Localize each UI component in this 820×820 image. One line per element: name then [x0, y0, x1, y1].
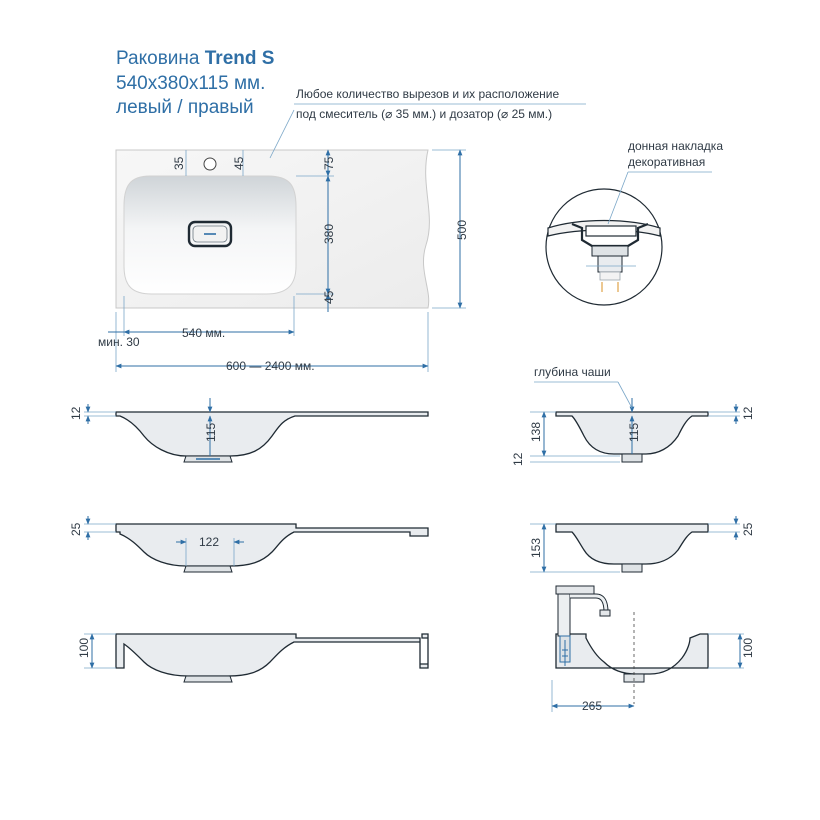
detail-drain-overlay: донная накладка декоративная [545, 139, 723, 306]
note-cutouts-2: под смеситель (⌀ 35 мм.) и дозатор (⌀ 25… [296, 107, 552, 121]
title-model: Trend S [204, 48, 275, 69]
section-12-left: 12 115 [69, 398, 429, 463]
dim-s3-100: 100 [77, 638, 91, 658]
faucet-icon [555, 585, 611, 666]
title-prefix: Раковина [116, 48, 205, 69]
dim-500: 500 [455, 220, 469, 240]
section-100-left: 100 [77, 633, 429, 683]
top-view: 35 45 75 380 45 500 540 мм. мин. 30 600 … [98, 87, 586, 373]
dim-s3r-265: 265 [582, 699, 602, 713]
note-overlay-1: донная накладка [628, 139, 723, 153]
dim-s1r-115: 115 [627, 423, 641, 442]
section-profile [555, 633, 709, 675]
section-profile [115, 633, 429, 677]
dim-35: 35 [172, 156, 186, 170]
section-profile [555, 523, 709, 565]
section-profile [115, 411, 429, 457]
note-overlay-2: декоративная [628, 155, 705, 169]
drain-outer [187, 220, 233, 248]
section-25-right: 153 25 [529, 516, 755, 573]
dim-380: 380 [322, 224, 336, 244]
dim-s1-12: 12 [69, 406, 83, 420]
section-profile [115, 523, 429, 567]
section-25-left: 25 122 [69, 516, 429, 573]
section-100-right: 100 265 [551, 585, 755, 713]
dim-45-top: 45 [232, 156, 246, 170]
product-title: Раковина Trend S [116, 48, 274, 70]
dim-min-30: мин. 30 [98, 335, 140, 349]
dim-range: 600 — 2400 мм. [226, 359, 315, 373]
dim-s1r-12-bottom: 12 [511, 452, 525, 466]
note-bowl-depth: глубина чаши [534, 365, 611, 379]
dim-s1r-12-right: 12 [741, 406, 755, 420]
section-12-right: 138 12 115 12 глубина чаши [511, 365, 755, 466]
dim-540: 540 мм. [182, 326, 225, 340]
dim-s1-115: 115 [204, 423, 218, 442]
dim-s2r-25: 25 [741, 522, 755, 536]
dim-s2-122: 122 [199, 535, 219, 549]
dim-45-bottom: 45 [322, 290, 336, 304]
note-cutouts-1: Любое количество вырезов и их расположен… [296, 87, 559, 101]
dim-s2r-153: 153 [529, 538, 543, 558]
product-size: 540x380x115 мм. [116, 73, 266, 94]
dim-s3r-100: 100 [741, 638, 755, 658]
faucet-hole [203, 157, 217, 171]
dim-s1r-138: 138 [529, 422, 543, 442]
dim-s2-25: 25 [69, 522, 83, 536]
dim-75: 75 [322, 156, 336, 170]
product-side: левый / правый [116, 97, 254, 118]
